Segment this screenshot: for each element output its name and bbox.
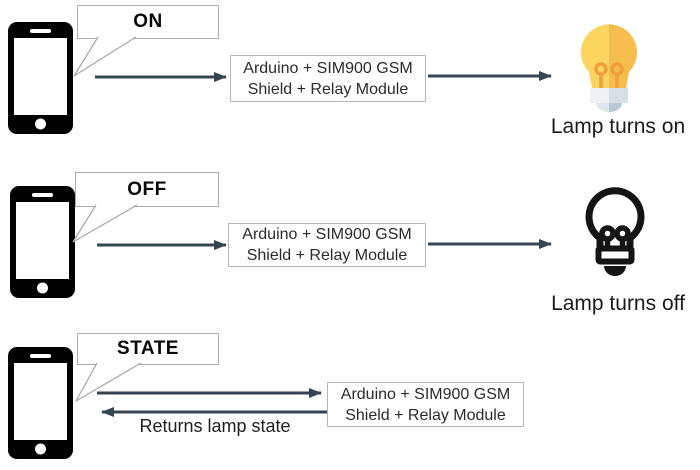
command-label: OFF (127, 178, 167, 200)
module-label-line2: Shield + Relay Module (345, 406, 506, 424)
bulb-globe (581, 24, 637, 89)
smartphone-icon (10, 186, 75, 298)
bulb-filament (594, 62, 624, 88)
speech-bubble-off: OFF (75, 172, 219, 207)
phone-home-button (37, 282, 48, 294)
phone-screen (14, 38, 67, 115)
smartphone-icon (8, 347, 73, 459)
smartphone-icon (8, 22, 73, 134)
command-label: STATE (117, 338, 179, 359)
phone-speaker (30, 29, 51, 33)
module-label-line1: Arduino + SIM900 GSM (243, 59, 413, 77)
bulb-base-dome (596, 103, 622, 112)
result-label-off: Lamp turns off (551, 292, 685, 315)
module-box-row1: Arduino + SIM900 GSM Shield + Relay Modu… (230, 55, 426, 102)
bulb-base-dome (604, 266, 626, 276)
bubble-tail-row3 (75, 362, 142, 402)
module-label-line1: Arduino + SIM900 GSM (242, 226, 412, 243)
result-label-on: Lamp turns on (550, 115, 686, 138)
bulb-socket-outline (595, 245, 635, 265)
bulb-globe-outline (585, 187, 645, 250)
phone-speaker (30, 354, 51, 358)
module-box-row3: Arduino + SIM900 GSM Shield + Relay Modu… (327, 382, 524, 427)
lit-bulb-icon (581, 24, 637, 112)
phone-screen (14, 363, 67, 440)
speech-bubble-on: ON (77, 5, 219, 39)
bubble-tail-row2 (72, 204, 138, 243)
module-box-row2: Arduino + SIM900 GSM Shield + Relay Modu… (228, 223, 426, 267)
phone-home-button (35, 443, 46, 455)
phone-home-button (35, 118, 46, 130)
phone-speaker (32, 193, 53, 197)
module-label-line1: Arduino + SIM900 GSM (340, 385, 511, 403)
bulb-socket (590, 88, 628, 103)
speech-bubble-state: STATE (77, 333, 219, 365)
module-label-line2: Shield + Relay Module (247, 80, 409, 98)
return-state-label: Returns lamp state (139, 416, 291, 436)
phone-screen (16, 202, 69, 279)
command-label: ON (133, 11, 163, 32)
off-bulb-icon (585, 187, 645, 276)
bubble-tail-row1 (73, 36, 137, 77)
module-label-line2: Shield + Relay Module (246, 247, 408, 264)
